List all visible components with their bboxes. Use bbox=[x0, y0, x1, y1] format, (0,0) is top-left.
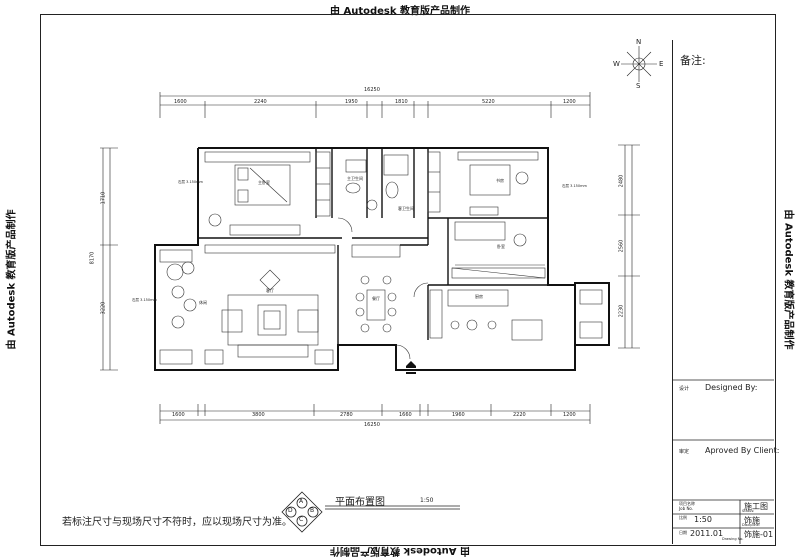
date-value: 2011.01 bbox=[690, 529, 724, 538]
room-kitchen: 厨房 bbox=[475, 294, 483, 299]
left-dim-1: 1710 bbox=[100, 191, 107, 205]
floor-note-3: 石层 3.150mm bbox=[562, 184, 587, 188]
title-block-column bbox=[672, 40, 775, 544]
right-dim-2: 2560 bbox=[618, 239, 625, 253]
drawing-frame bbox=[40, 14, 776, 546]
room-dining: 餐厅 bbox=[372, 296, 380, 301]
bottom-dim-5: 1960 bbox=[452, 412, 465, 418]
bottom-total-dim: 16250 bbox=[364, 422, 380, 428]
scale-value: 1:50 bbox=[694, 515, 712, 524]
watermark-top: 由 Autodesk 教育版产品制作 bbox=[329, 6, 470, 17]
approved-by-label: Aproved By Client: bbox=[705, 446, 780, 455]
top-dim-6: 1200 bbox=[563, 99, 576, 105]
room-lounge: 休闲 bbox=[199, 300, 207, 305]
bottom-dim-7: 1200 bbox=[563, 412, 576, 418]
right-dim-1: 2480 bbox=[618, 174, 625, 188]
top-dim-3: 1950 bbox=[345, 99, 358, 105]
circle-letter-d: D bbox=[288, 507, 293, 514]
designed-by-label: Designed By: bbox=[705, 383, 758, 392]
scale-label: 比例 bbox=[679, 515, 687, 520]
compass-east: E bbox=[659, 60, 664, 68]
discipline-value: 饰施 bbox=[744, 516, 760, 525]
left-dim-2: 8170 bbox=[89, 251, 96, 265]
circle-letter-a: A bbox=[299, 498, 304, 505]
discipline-label: Discipline: bbox=[742, 523, 761, 527]
top-dim-4: 1810 bbox=[395, 99, 408, 105]
room-guest-bath: 客卫生间 bbox=[398, 206, 414, 211]
drawing-scale: 1:50 bbox=[420, 497, 434, 504]
floor-note-2: 石层 3.150mm bbox=[132, 298, 157, 302]
bottom-dim-3: 2780 bbox=[340, 412, 353, 418]
drawing-no-label: Drawing No. bbox=[722, 537, 744, 541]
top-dim-1: 1600 bbox=[174, 99, 187, 105]
status-value: 施工图 bbox=[744, 502, 768, 511]
right-dim-3: 2230 bbox=[618, 304, 625, 318]
approved-prefix: 审定 bbox=[679, 449, 690, 455]
bottom-dim-2: 3800 bbox=[252, 412, 265, 418]
circle-letter-b: B bbox=[310, 507, 315, 514]
left-dim-3: 3220 bbox=[100, 301, 107, 315]
top-dim-2: 2240 bbox=[254, 99, 267, 105]
site-dimension-note: 若标注尺寸与现场尺寸不符时，应以现场尺寸为准。 bbox=[62, 517, 292, 528]
room-master-bath: 主卫生间 bbox=[347, 176, 363, 181]
top-dim-5: 5220 bbox=[482, 99, 495, 105]
project-sub-label: Job No. bbox=[679, 506, 694, 511]
project-label: 项目名称 bbox=[679, 501, 695, 506]
drawing-no-value: 饰施-01 bbox=[744, 530, 774, 539]
top-total-dim: 16250 bbox=[364, 87, 380, 93]
compass-north: N bbox=[636, 38, 642, 46]
bottom-dim-4: 1660 bbox=[399, 412, 412, 418]
date-label: 日期 bbox=[679, 530, 687, 535]
bottom-dim-6: 2220 bbox=[513, 412, 526, 418]
bottom-dim-1: 1600 bbox=[172, 412, 185, 418]
status-label: Status: bbox=[742, 509, 755, 513]
room-master-bedroom: 主卧室 bbox=[258, 180, 270, 185]
drawing-title: 平面布置图 bbox=[335, 497, 385, 508]
room-living: 客厅 bbox=[266, 288, 274, 293]
compass-west: W bbox=[613, 60, 620, 68]
floor-note-1: 石层 3.150mm bbox=[178, 180, 203, 184]
circle-letter-c: C bbox=[299, 516, 304, 523]
compass-south: S bbox=[636, 82, 641, 90]
room-bedroom: 卧室 bbox=[497, 244, 505, 249]
room-study: 书房 bbox=[496, 178, 504, 183]
designed-prefix: 设计 bbox=[679, 386, 690, 392]
remarks-label: 备注: bbox=[680, 54, 706, 67]
